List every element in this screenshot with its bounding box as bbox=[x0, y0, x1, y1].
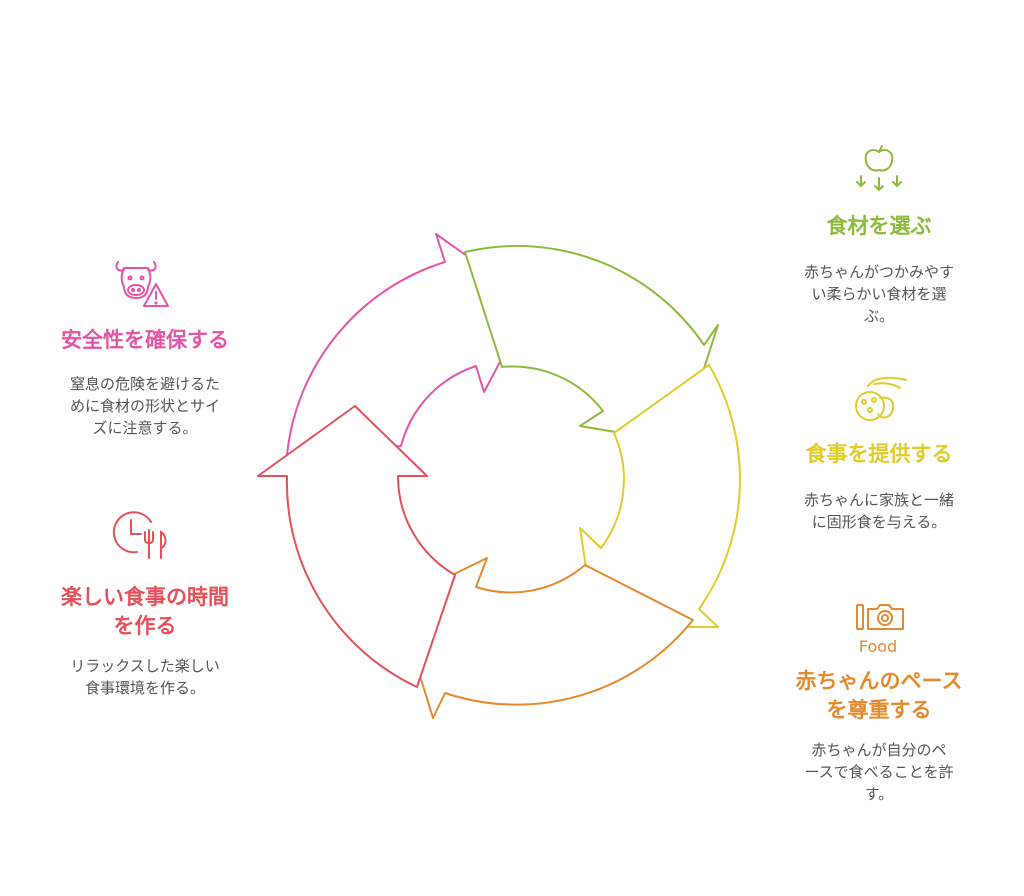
step-safety-description: 窒息の危険を避けるために食材の形状とサイズに注意する。 bbox=[69, 375, 220, 437]
cycle-arrow-yellow bbox=[579, 364, 741, 628]
food-camera-icon: Food bbox=[848, 602, 908, 656]
food-icon-label: Food bbox=[858, 637, 898, 656]
step-safety-title: 安全性を確保する bbox=[61, 328, 229, 352]
hand-food-icon bbox=[855, 376, 907, 421]
cow-warning-icon bbox=[115, 261, 169, 307]
cycle-arrow-orange bbox=[396, 557, 694, 719]
cycle-arrow-red bbox=[257, 405, 456, 688]
step-serve: 食事を提供する 赤ちゃんに家族と一緒に固形食を与える。 bbox=[784, 440, 974, 533]
step-select: 食材を選ぶ 赤ちゃんがつかみやすい柔らかい食材を選ぶ。 bbox=[784, 212, 974, 327]
cycle-arrow-pink bbox=[286, 233, 533, 456]
step-pace-description: 赤ちゃんが自分のペースで食べることを許す。 bbox=[804, 741, 954, 803]
step-serve-description: 赤ちゃんに家族と一緒に固形食を与える。 bbox=[804, 491, 955, 531]
step-pace-title: 赤ちゃんのペースを尊重する bbox=[795, 669, 963, 722]
step-serve-title: 食事を提供する bbox=[805, 442, 953, 466]
apple-arrows-icon bbox=[856, 145, 902, 192]
step-select-description: 赤ちゃんがつかみやすい柔らかい食材を選ぶ。 bbox=[804, 263, 955, 325]
step-enjoy-description: リラックスした楽しい食事環境を作る。 bbox=[70, 657, 220, 697]
step-enjoy: 楽しい食事の時間を作る リラックスした楽しい食事環境を作る。 bbox=[50, 583, 240, 699]
step-safety: 安全性を確保する 窒息の危険を避けるために食材の形状とサイズに注意する。 bbox=[50, 326, 240, 439]
step-enjoy-title: 楽しい食事の時間を作る bbox=[61, 585, 229, 638]
step-select-title: 食材を選ぶ bbox=[826, 214, 932, 238]
cycle-arrow-green bbox=[464, 244, 719, 444]
step-pace: 赤ちゃんのペースを尊重する 赤ちゃんが自分のペースで食べることを許す。 bbox=[784, 667, 974, 805]
clock-cutlery-icon bbox=[112, 511, 167, 559]
